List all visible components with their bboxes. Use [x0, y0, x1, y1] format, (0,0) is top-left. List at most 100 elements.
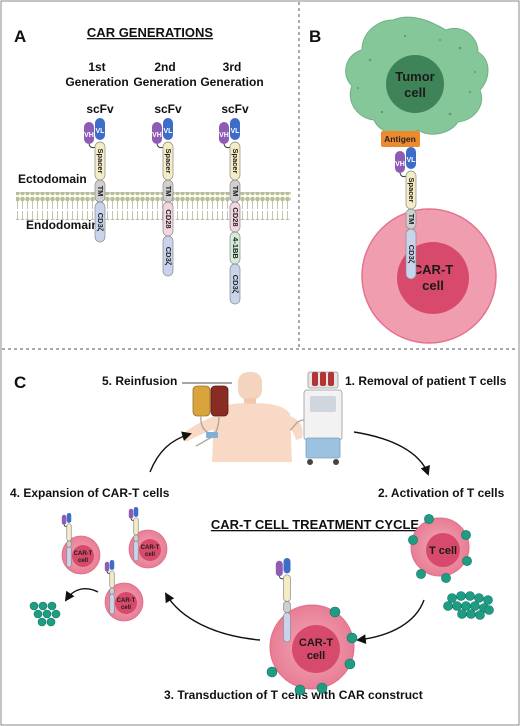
- vl-domain: [230, 118, 240, 140]
- scfv-label-3: scFv: [221, 102, 249, 116]
- activation-bead: [465, 591, 475, 601]
- spacer-segment: [66, 523, 72, 542]
- arrow-step1-to-step2: [353, 431, 430, 476]
- gen3-label: Generation: [200, 75, 263, 89]
- expanded-car-t-label-line1: CAR-T: [117, 598, 136, 604]
- activation-bead: [38, 601, 48, 611]
- activation-bead: [457, 609, 467, 619]
- vl-domain: [406, 147, 416, 169]
- bead-cluster-activation: [443, 591, 494, 620]
- vh-domain: [84, 122, 94, 144]
- t-cell-label: T cell: [429, 545, 457, 557]
- activation-bead: [316, 682, 328, 694]
- activation-bead: [51, 609, 61, 619]
- cd3z-segment: [283, 612, 291, 643]
- activation-bead: [29, 601, 39, 611]
- bead-cluster-expansion: [29, 601, 61, 627]
- transduced-car-construct: [275, 558, 291, 643]
- activation-bead: [46, 617, 56, 627]
- tm-segment: [133, 534, 139, 542]
- ectodomain-label: Ectodomain: [18, 172, 87, 186]
- patient-illustration: [182, 372, 303, 462]
- scfv-label-1: scFv: [86, 102, 114, 116]
- t-cell-activation-beads: [408, 514, 472, 583]
- antigen: [381, 131, 420, 147]
- tm-label: TM: [96, 186, 105, 197]
- expanded-car-construct: [61, 513, 72, 568]
- cd3z-segment: [94, 201, 106, 243]
- step-3-transduction: 3. Transduction of T cells with CAR cons…: [164, 688, 423, 702]
- arrow-step3-to-step4: [165, 592, 261, 641]
- tumor-cell-speckles: [357, 34, 476, 116]
- vl-domain: [163, 118, 173, 140]
- transduced-car-t-label-line1: CAR-T: [299, 637, 333, 649]
- vh-label: VH: [152, 132, 162, 139]
- step-2-activation: 2. Activation of T cells: [378, 486, 505, 500]
- activation-bead: [470, 601, 480, 611]
- tumor-cell-label-line2: cell: [404, 85, 426, 100]
- gen2-number: 2nd: [154, 60, 175, 74]
- step-1-removal: 1. Removal of patient T cells: [345, 374, 507, 388]
- vh-domain: [152, 122, 162, 144]
- vh-domain: [395, 151, 405, 173]
- arrow-step2-to-step3: [356, 599, 425, 644]
- activation-bead: [475, 610, 485, 620]
- activation-bead: [416, 569, 426, 579]
- arrow-step4-to-step5: [149, 431, 192, 473]
- cd3z-segment: [405, 228, 417, 280]
- spacer-segment: [109, 570, 115, 589]
- transduced-cell-beads: [266, 606, 358, 696]
- activation-bead: [461, 601, 471, 611]
- vl-label: VL: [407, 157, 417, 164]
- activation-bead: [474, 593, 484, 603]
- vl-domain: [133, 507, 139, 517]
- activation-bead: [33, 609, 43, 619]
- tumor-nucleus: [386, 55, 444, 113]
- spacer-segment: [283, 574, 291, 602]
- vl-domain: [283, 558, 291, 574]
- expanded-car-t-nucleus: [72, 545, 94, 567]
- expanded-car-t-label-line2: cell: [78, 558, 88, 564]
- vl-domain: [109, 560, 115, 570]
- panel-label-b: B: [309, 27, 321, 46]
- cd3z-label: CD3ζ: [407, 245, 416, 264]
- arrow-expansion-beads: [64, 588, 99, 602]
- cd28-label: CD28: [164, 209, 173, 228]
- iv-bags: [182, 382, 232, 447]
- spacer-label: Spacer: [231, 148, 240, 173]
- transduced-car-t-nucleus: [292, 625, 340, 673]
- panel-label-c: C: [14, 373, 26, 392]
- activation-bead: [461, 530, 471, 540]
- gen3-number: 3rd: [223, 60, 242, 74]
- vl-label: VL: [231, 128, 241, 135]
- activation-bead: [462, 556, 472, 566]
- tm-label: TM: [407, 214, 416, 225]
- expanded-car-t-nucleus: [139, 539, 161, 561]
- activation-bead: [447, 593, 457, 603]
- activation-bead: [37, 617, 47, 627]
- vl-domain: [66, 513, 72, 523]
- activation-bead: [483, 595, 493, 605]
- endodomain-label: Endodomain: [26, 218, 99, 232]
- activation-bead: [47, 601, 57, 611]
- spacer-segment: [133, 517, 139, 536]
- car-t-label-line2: cell: [422, 278, 444, 293]
- cd3z-label: CD3ζ: [231, 275, 240, 294]
- activation-bead: [456, 591, 466, 601]
- activation-bead: [344, 658, 356, 670]
- activation-bead: [484, 605, 494, 615]
- t-cell-nucleus: [426, 533, 460, 567]
- gen1-label: Generation: [65, 75, 128, 89]
- activation-bead: [452, 601, 462, 611]
- tumor-cell-label-line1: Tumor: [395, 69, 434, 84]
- vh-domain: [128, 508, 134, 519]
- spacer-label: Spacer: [164, 148, 173, 173]
- panel-label-a: A: [14, 27, 26, 46]
- expanded-car-construct: [104, 560, 115, 615]
- vh-domain: [219, 122, 229, 144]
- tm-segment: [109, 587, 115, 595]
- expanded-car-t-label-line2: cell: [145, 552, 155, 558]
- cd3z-segment: [109, 593, 115, 615]
